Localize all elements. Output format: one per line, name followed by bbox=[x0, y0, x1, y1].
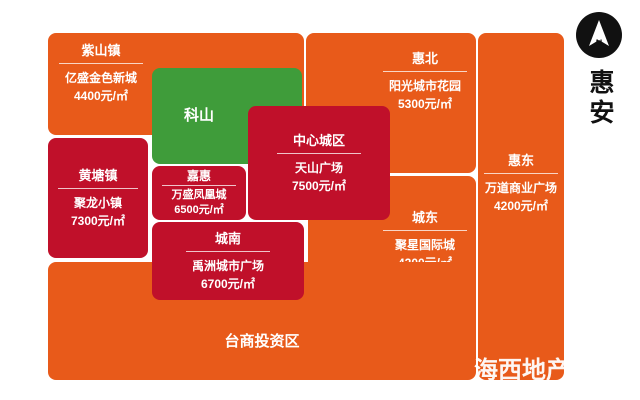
project-name: 天山广场 bbox=[294, 160, 343, 175]
county-char: 安 bbox=[589, 98, 615, 127]
divider bbox=[59, 63, 143, 64]
project-name: 万道商业广场 bbox=[484, 181, 557, 195]
divider bbox=[186, 250, 270, 252]
district-huidong[interactable]: 惠东 万道商业广场 4200元/㎡ bbox=[478, 33, 564, 380]
district-name: 城南 bbox=[214, 230, 241, 246]
district-name: 紫山镇 bbox=[81, 43, 121, 58]
watermark: 海西地产 bbox=[474, 357, 570, 384]
project-name: 禹洲城市广场 bbox=[191, 258, 264, 273]
price-label: 5300元/㎡ bbox=[397, 97, 453, 111]
district-chengnan[interactable]: 城南 禹洲城市广场 6700元/㎡ bbox=[152, 222, 304, 300]
district-name: 惠北 bbox=[411, 51, 438, 66]
project-name: 阳光城市花园 bbox=[388, 79, 461, 93]
divider bbox=[277, 152, 361, 154]
district-huangtang[interactable]: 黄塘镇 聚龙小镇 7300元/㎡ bbox=[48, 138, 148, 258]
project-name: 聚龙小镇 bbox=[73, 195, 122, 210]
district-zhongxin[interactable]: 中心城区 天山广场 7500元/㎡ bbox=[248, 106, 390, 220]
price-label: 7300元/㎡ bbox=[70, 213, 126, 228]
district-name: 城东 bbox=[411, 210, 438, 225]
divider bbox=[383, 230, 467, 231]
divider bbox=[162, 185, 236, 186]
district-name: 台商投资区 bbox=[224, 333, 300, 350]
project-name: 聚星国际城 bbox=[394, 238, 455, 252]
north-arrow-icon: N bbox=[576, 12, 622, 58]
price-label: 7500元/㎡ bbox=[291, 178, 347, 193]
district-name: 惠东 bbox=[507, 153, 534, 168]
district-jiahui[interactable]: 嘉惠 万盛凤凰城 6500元/㎡ bbox=[152, 166, 246, 220]
divider bbox=[383, 71, 467, 72]
divider bbox=[58, 187, 138, 189]
county-label: 惠 安 bbox=[586, 68, 618, 128]
divider bbox=[484, 173, 558, 174]
project-name: 万盛凤凰城 bbox=[171, 189, 227, 201]
price-label: 4200元/㎡ bbox=[493, 199, 549, 213]
district-name: 科山 bbox=[184, 107, 215, 124]
district-name: 嘉惠 bbox=[186, 169, 211, 183]
compass-label: N bbox=[595, 38, 603, 48]
price-label: 6500元/㎡ bbox=[174, 204, 224, 216]
price-label: 4400元/㎡ bbox=[73, 89, 129, 103]
project-name: 亿盛金色新城 bbox=[64, 71, 137, 85]
district-name: 黄塘镇 bbox=[78, 167, 118, 183]
district-name: 中心城区 bbox=[292, 132, 345, 148]
price-label: 6700元/㎡ bbox=[200, 276, 256, 291]
county-char: 惠 bbox=[589, 68, 615, 97]
